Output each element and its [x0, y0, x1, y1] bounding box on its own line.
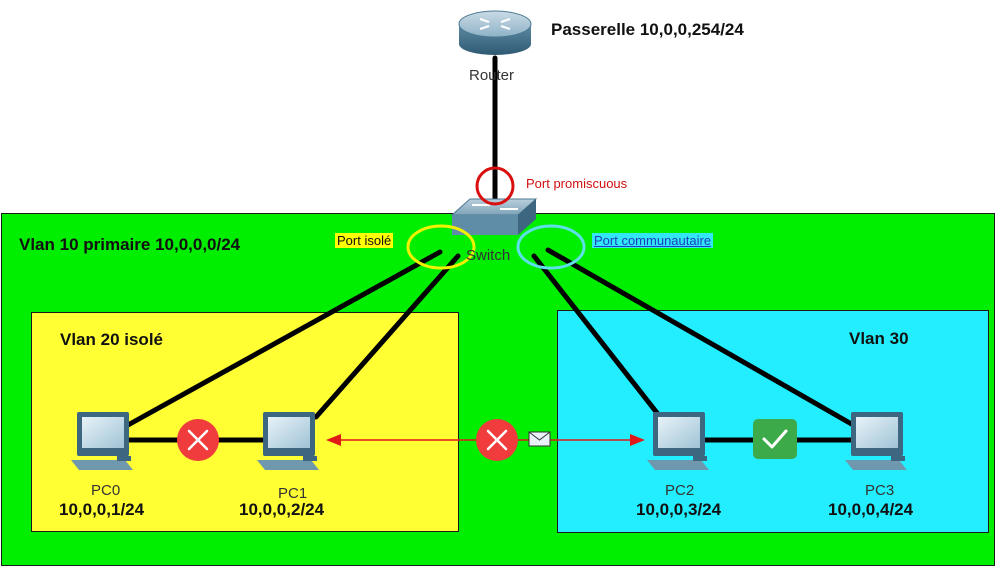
vlan20-title: Vlan 20 isolé: [60, 330, 163, 349]
switch-icon[interactable]: [450, 198, 538, 235]
router-icon[interactable]: [458, 10, 532, 55]
community-port-marker: [516, 224, 586, 270]
pc3-icon[interactable]: [845, 412, 907, 470]
switch-name: Switch: [466, 247, 511, 264]
pc1-name: PC1: [278, 485, 308, 502]
pc3-name: PC3: [865, 482, 895, 499]
pc1-icon[interactable]: [257, 412, 319, 470]
pc2-icon[interactable]: [647, 412, 709, 470]
pc2-ip: 10,0,0,3/24: [636, 500, 722, 519]
promiscuous-port-label: Port promiscuous: [526, 176, 628, 191]
pc2-name: PC2: [665, 482, 695, 499]
vlan10-title: Vlan 10 primaire 10,0,0,0/24: [19, 235, 241, 254]
pc0-ip: 10,0,0,1/24: [59, 500, 145, 519]
community-port-label: Port communautaire: [592, 233, 714, 248]
gateway-label: Passerelle 10,0,0,254/24: [551, 20, 744, 39]
envelope-icon: [528, 431, 551, 447]
promiscuous-port-marker: [475, 166, 515, 206]
router-name: Router: [469, 67, 515, 84]
link-switch-pc2: [531, 253, 664, 421]
pc0-icon[interactable]: [71, 412, 133, 470]
blocked-icon: [177, 419, 219, 461]
links: [125, 55, 858, 443]
isolated-port-label: Port isolé: [335, 233, 394, 248]
vlan30-title: Vlan 30: [849, 329, 909, 348]
allowed-check-icon: [753, 419, 797, 459]
blocked-icon: [476, 419, 518, 461]
isolated-port-marker: [406, 224, 476, 270]
link-switch-pc1: [313, 253, 461, 420]
pc1-ip: 10,0,0,2/24: [239, 500, 325, 519]
pc3-ip: 10,0,0,4/24: [828, 500, 914, 519]
pc0-name: PC0: [91, 482, 121, 499]
link-switch-pc3: [545, 247, 858, 429]
link-switch-pc0: [125, 249, 443, 428]
